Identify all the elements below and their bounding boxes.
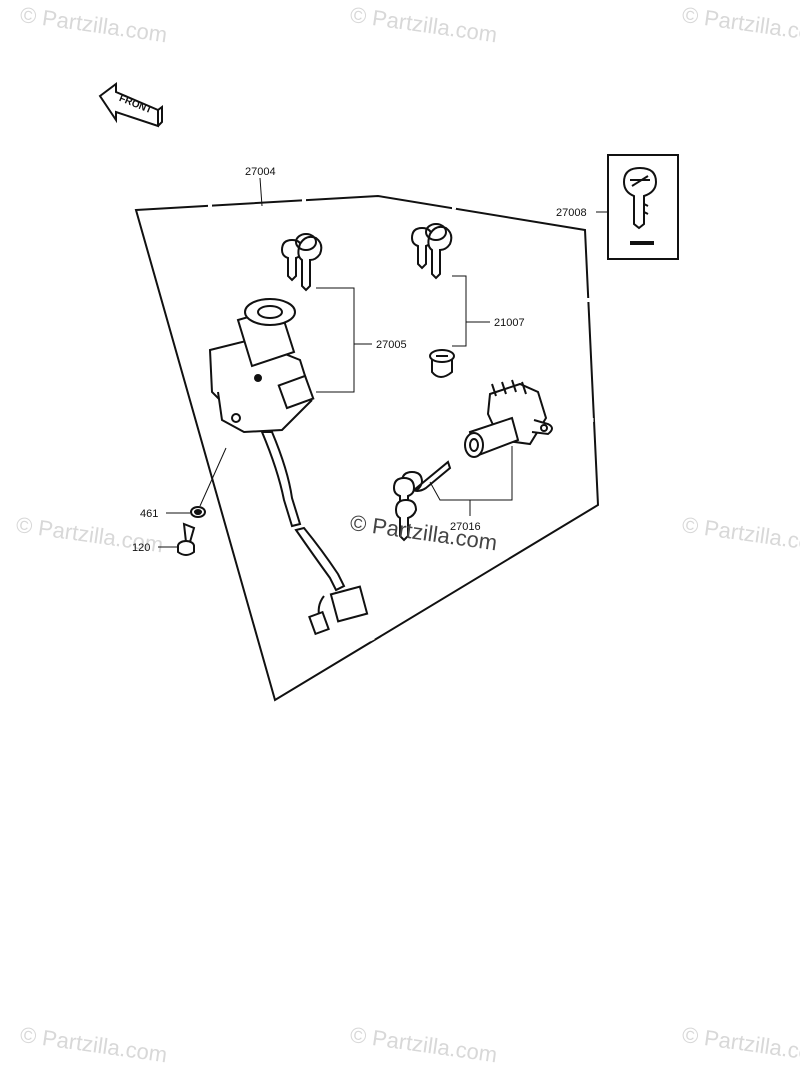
bracket-27016	[429, 446, 513, 516]
steering-lock	[464, 379, 553, 458]
bracket-21007	[452, 275, 490, 347]
lock-cylinder	[429, 349, 455, 378]
key-card	[607, 154, 679, 260]
keys-icon-2	[410, 223, 453, 280]
keys-icon-3	[392, 460, 452, 542]
diagram-drawing: FRONT 27004	[98, 82, 679, 702]
front-arrow-icon: FRONT	[98, 82, 163, 128]
key-icon	[622, 166, 658, 230]
bolt-120	[177, 522, 196, 556]
callout-461: 461	[140, 508, 158, 520]
callout-120: 120	[132, 542, 150, 554]
bracket-27005	[316, 287, 372, 393]
callout-27008: 27008	[556, 207, 587, 219]
callout-27005: 27005	[376, 339, 407, 351]
callout-27004: 27004	[245, 166, 276, 178]
kit-outline	[134, 194, 600, 702]
washer-461	[190, 506, 206, 518]
ignition-switch	[208, 298, 315, 434]
callout-27016: 27016	[450, 521, 481, 533]
keys-icon	[280, 233, 323, 292]
callout-21007: 21007	[494, 317, 525, 329]
parts-diagram: © Partzilla.com © Partzilla.com © Partzi…	[15, 2, 800, 1067]
wire-harness	[260, 431, 369, 636]
